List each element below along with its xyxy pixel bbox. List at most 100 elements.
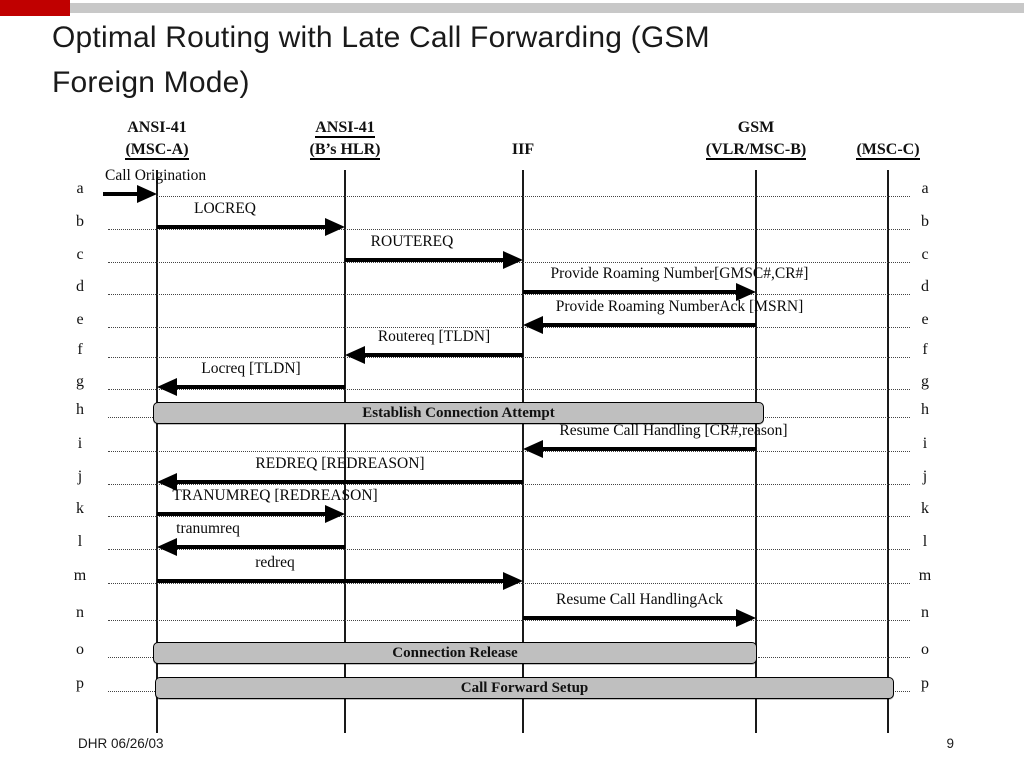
dotted-timeline-h	[108, 417, 153, 418]
phase-bar-h: Establish Connection Attempt	[153, 402, 764, 424]
row-label-left-e: e	[76, 311, 84, 328]
message-label-m: redreq	[255, 554, 295, 571]
row-label-right-e: e	[921, 311, 929, 328]
row-label-left-l: l	[77, 533, 83, 550]
column-header-iif: IIF	[433, 117, 613, 161]
message-label-n: Resume Call HandlingAck	[555, 591, 724, 608]
dotted-timeline-e	[108, 327, 910, 328]
message-arrowhead-c	[503, 251, 523, 269]
dotted-timeline-l	[108, 549, 910, 550]
column-header-line: (B’s HLR)	[309, 141, 381, 160]
dotted-timeline-f	[108, 357, 910, 358]
row-label-right-b: b	[921, 213, 929, 230]
dotted-timeline-h	[765, 417, 910, 418]
message-label-f: Routereq [TLDN]	[377, 328, 491, 345]
column-header-line: GSM	[737, 119, 775, 136]
row-label-left-o: o	[76, 641, 84, 658]
column-header-line: (MSC-A)	[125, 141, 189, 160]
message-arrowhead-a	[137, 185, 157, 203]
accent-gray-bar	[70, 3, 1024, 13]
row-label-right-m: m	[918, 567, 932, 584]
row-label-left-f: f	[77, 341, 83, 358]
row-label-right-a: a	[921, 180, 929, 197]
dotted-timeline-p	[895, 691, 910, 692]
dotted-timeline-a	[157, 196, 910, 197]
row-label-right-f: f	[922, 341, 928, 358]
message-arrowhead-m	[503, 572, 523, 590]
dotted-timeline-b	[108, 229, 910, 230]
column-header-msc_a: ANSI-41(MSC-A)	[67, 117, 247, 161]
message-label-i: Resume Call Handling [CR#,reason]	[559, 422, 788, 439]
message-arrowhead-f	[345, 346, 365, 364]
message-arrow-shaft-l	[173, 545, 345, 549]
message-arrow-shaft-b	[157, 225, 329, 229]
column-header-line: (MSC-C)	[856, 141, 920, 160]
message-label-j: REDREQ [REDREASON]	[255, 455, 425, 472]
row-label-left-m: m	[73, 567, 87, 584]
row-label-right-d: d	[921, 278, 929, 295]
row-label-right-o: o	[921, 641, 929, 658]
message-arrowhead-l	[157, 538, 177, 556]
message-label-d: Provide Roaming Number[GMSC#,CR#]	[550, 265, 809, 282]
message-arrow-shaft-n	[523, 616, 740, 620]
message-arrow-shaft-m	[157, 579, 507, 583]
slide-title-line1: Optimal Routing with Late Call Forwardin…	[52, 21, 710, 54]
row-label-left-k: k	[76, 500, 84, 517]
row-label-left-i: i	[77, 435, 83, 452]
column-header-line	[433, 117, 613, 139]
column-header-hlr: ANSI-41(B’s HLR)	[255, 117, 435, 161]
row-label-left-h: h	[76, 401, 84, 418]
row-label-left-a: a	[76, 180, 84, 197]
row-label-right-i: i	[922, 435, 928, 452]
row-label-left-j: j	[77, 468, 83, 485]
column-header-line: (VLR/MSC-B)	[705, 141, 807, 160]
accent-red-block	[0, 0, 70, 16]
message-arrow-shaft-g	[173, 385, 345, 389]
footer-page-number: 9	[946, 736, 954, 751]
message-label-a: Call Origination	[105, 167, 207, 184]
message-arrowhead-i	[523, 440, 543, 458]
column-header-line	[798, 117, 978, 139]
row-label-right-n: n	[921, 604, 929, 621]
message-label-b: LOCREQ	[194, 200, 256, 217]
row-label-right-h: h	[921, 401, 929, 418]
dotted-timeline-o	[108, 657, 153, 658]
row-label-right-g: g	[921, 373, 929, 390]
dotted-timeline-n	[108, 620, 910, 621]
dotted-timeline-j	[108, 484, 910, 485]
dotted-timeline-k	[108, 516, 910, 517]
message-arrow-shaft-i	[539, 447, 756, 451]
message-label-k: TRANUMREQ [REDREASON]	[172, 487, 378, 504]
dotted-timeline-p	[108, 691, 155, 692]
message-label-g: Locreq [TLDN]	[201, 360, 301, 377]
message-arrowhead-g	[157, 378, 177, 396]
row-label-left-d: d	[76, 278, 84, 295]
row-label-right-l: l	[922, 533, 928, 550]
message-arrow-shaft-j	[173, 480, 523, 484]
row-label-right-j: j	[922, 468, 928, 485]
row-label-left-g: g	[76, 373, 84, 390]
message-arrowhead-b	[325, 218, 345, 236]
row-label-left-n: n	[76, 604, 84, 621]
message-arrow-shaft-a	[103, 192, 141, 196]
dotted-timeline-i	[108, 451, 910, 452]
message-arrow-shaft-e	[539, 323, 756, 327]
footer-author-date: DHR 06/26/03	[78, 736, 164, 751]
message-arrow-shaft-k	[157, 512, 329, 516]
message-arrowhead-e	[523, 316, 543, 334]
message-arrowhead-n	[736, 609, 756, 627]
row-label-right-p: p	[921, 675, 929, 692]
dotted-timeline-o	[758, 657, 910, 658]
phase-bar-p: Call Forward Setup	[155, 677, 894, 699]
dotted-timeline-g	[108, 389, 910, 390]
row-label-left-c: c	[76, 246, 84, 263]
column-header-line: IIF	[511, 141, 535, 158]
row-label-right-k: k	[921, 500, 929, 517]
message-label-c: ROUTEREQ	[370, 233, 454, 250]
message-arrow-shaft-f	[361, 353, 523, 357]
message-arrowhead-j	[157, 473, 177, 491]
slide-title-line2: Foreign Mode)	[52, 66, 250, 99]
row-label-left-b: b	[76, 213, 84, 230]
phase-bar-o: Connection Release	[153, 642, 757, 664]
